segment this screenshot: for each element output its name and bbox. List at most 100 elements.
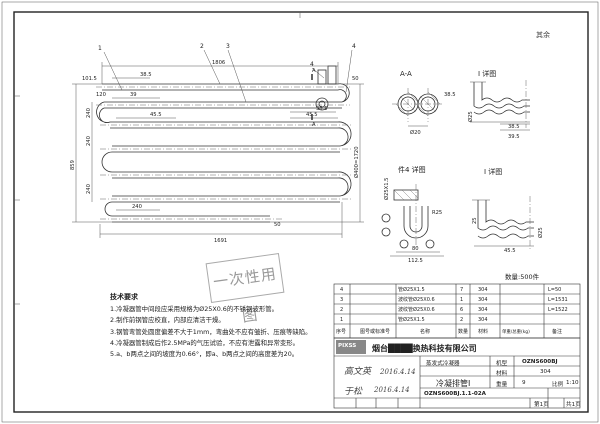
- scale-value: 1:10: [566, 380, 579, 386]
- dim-112-5: 112.5: [408, 258, 423, 264]
- signature-designer: 高文英: [344, 367, 372, 377]
- material-value: 304: [540, 369, 551, 375]
- bom-r4-qty: 2: [460, 317, 463, 323]
- dim-38-5-b: 38.5: [316, 106, 328, 112]
- dim-45-5-a: 45.5: [150, 112, 162, 118]
- dim-859: 859: [70, 160, 76, 170]
- dim-1691: 1691: [214, 238, 227, 244]
- dim-120: 120: [96, 92, 106, 98]
- model-value: OZNS600BJ: [522, 359, 558, 365]
- inner-border: [13, 11, 589, 413]
- sheet-number: 第1页: [534, 402, 549, 408]
- model-label: 机型: [496, 361, 508, 367]
- drawing-number: OZNS600BJ.1.1-02A: [424, 391, 487, 397]
- part-4-detail-view: [381, 184, 444, 257]
- bom-r1-spec: 管Ø25X1.5: [398, 286, 425, 293]
- dim-50-a: 50: [352, 76, 359, 82]
- signature-checker: 于松: [344, 387, 363, 397]
- note-line: 4.冷凝器管制成后作2.5MPa的气压试验，不应有泄露和异常变形。: [110, 338, 300, 347]
- dim-240-b: 240: [86, 136, 92, 146]
- company-logo: [336, 340, 366, 354]
- dim-25-b: 25: [472, 217, 478, 224]
- view-aa-title: A-A: [400, 70, 412, 78]
- view-part4-title: 件4 详图: [398, 165, 426, 174]
- bom-r2-no: 3: [340, 297, 343, 303]
- bom-r4-no: 1: [340, 317, 343, 323]
- bom-r3-no: 2: [340, 307, 343, 313]
- quantity-note: 数量:500件: [505, 273, 540, 281]
- dim-38-5-c: 38.5: [444, 92, 456, 98]
- project-name: 蒸发式冷凝器: [426, 361, 460, 367]
- bom-hdr-name: 名称: [420, 328, 430, 335]
- bom-hdr-code: 图号或标准号: [360, 328, 390, 335]
- surface-finish-note: 其余: [536, 31, 550, 39]
- note-line: 3.钢管弯管处圆度偏差不大于1mm，弯曲处不应有皱折、压痕等缺陷。: [110, 327, 312, 336]
- weight-label: 重量: [496, 382, 508, 388]
- dim-phi25x15: Ø25X1.5: [383, 178, 390, 201]
- balloon-4b: 4: [352, 43, 356, 50]
- bom-hdr-weight: 单重/总重(kg): [502, 328, 530, 335]
- bom-r4-mat: 304: [478, 317, 488, 323]
- bom-r2-note: L=1531: [548, 297, 568, 303]
- signature-checker-date: 2016.4.14: [374, 386, 410, 394]
- bom-hdr-note: 备注: [552, 328, 562, 335]
- bom-rows: 4 管Ø25X1.5 7 304 L=50 3 波纹管Ø25X0.6 1 304…: [336, 286, 568, 335]
- view-detail2-title: Ⅰ 详图: [484, 167, 502, 176]
- company-name: 烟台████换热科技有限公司: [372, 344, 477, 353]
- bom-r1-note: L=50: [548, 287, 561, 293]
- dim-240-d: 240: [132, 204, 142, 210]
- bom-r4-spec: 管Ø25X1.5: [398, 316, 425, 323]
- dim-38-5-d: 38.5: [508, 124, 520, 130]
- bom-r3-qty: 6: [460, 307, 463, 313]
- note-line: 5.a、b两点之间的坡度为0.66°，即a、b两点之间的高度差为20。: [110, 350, 299, 359]
- dim-50-b: 50: [274, 222, 281, 228]
- coil-main-view: [72, 49, 364, 238]
- notes-title: 技术要求: [110, 293, 138, 301]
- bom-r3-mat: 304: [478, 307, 488, 313]
- part-name: 冷凝排管Ⅰ: [436, 379, 471, 388]
- balloon-1: 1: [98, 45, 102, 52]
- bom-r2-qty: 1: [460, 297, 463, 303]
- bom-r1-qty: 7: [460, 287, 463, 293]
- dim-phi25: Ø25: [467, 111, 474, 122]
- signature-designer-date: 2016.4.14: [380, 368, 416, 376]
- section-mark-a: A: [312, 68, 316, 74]
- detail-2-view: [472, 196, 534, 250]
- section-aa-view: [392, 88, 444, 127]
- view-detail1-title: Ⅰ 详图: [478, 69, 496, 78]
- material-label: 材料: [496, 371, 508, 377]
- bom-r2-mat: 304: [478, 297, 488, 303]
- dim-80: 80: [412, 246, 419, 252]
- balloon-2: 2: [200, 43, 204, 50]
- dim-39: 39: [130, 92, 137, 98]
- dim-phi20: Ø20: [410, 129, 421, 136]
- bom-r3-spec: 波纹管Ø25X0.6: [398, 306, 435, 313]
- weight-value: 9: [522, 380, 526, 386]
- brand-logo-text: PIXSS: [338, 343, 357, 349]
- balloon-3: 3: [226, 43, 230, 50]
- dim-45-5-b: 45.5: [306, 112, 318, 118]
- dim-45-5-c: 45.5: [504, 248, 516, 254]
- sheet-total: 共1页: [566, 402, 581, 408]
- dim-phi400: Ø400=1720: [353, 146, 360, 178]
- bom-r3-note: L=1522: [548, 307, 568, 313]
- scale-label: 比例: [552, 382, 564, 388]
- bom-r2-spec: 波纹管Ø25X0.6: [398, 296, 435, 303]
- bom-hdr-mat: 材料: [478, 328, 488, 335]
- dim-1806: 1806: [212, 60, 225, 66]
- note-line: 2.制作前钢管应校直，内部应清洁干燥。: [110, 316, 225, 325]
- dim-39-5: 39.5: [508, 134, 520, 140]
- bom-hdr-no: 序号: [336, 328, 346, 335]
- bom-r1-mat: 304: [478, 287, 488, 293]
- dim-phi25-b: Ø25: [537, 227, 544, 238]
- dim-38-5-a: 38.5: [140, 72, 152, 78]
- bom-table: [333, 283, 581, 339]
- dim-240-a: 240: [86, 108, 92, 118]
- bom-hdr-qty: 数量: [458, 328, 468, 335]
- dim-101-5: 101.5: [82, 76, 97, 82]
- dim-240-c: 240: [86, 184, 92, 194]
- detail-1-view: [470, 80, 530, 131]
- section-mark-a2: A: [312, 122, 316, 128]
